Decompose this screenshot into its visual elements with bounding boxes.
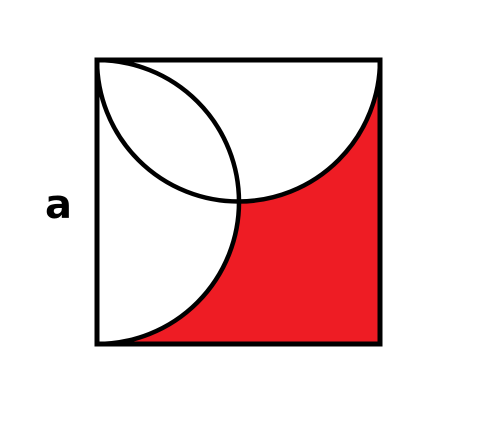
side-length-label: a bbox=[45, 182, 72, 228]
top-semicircle-arc bbox=[94, 59, 383, 204]
shaded-region bbox=[97, 60, 381, 344]
square-outline bbox=[94, 57, 383, 347]
